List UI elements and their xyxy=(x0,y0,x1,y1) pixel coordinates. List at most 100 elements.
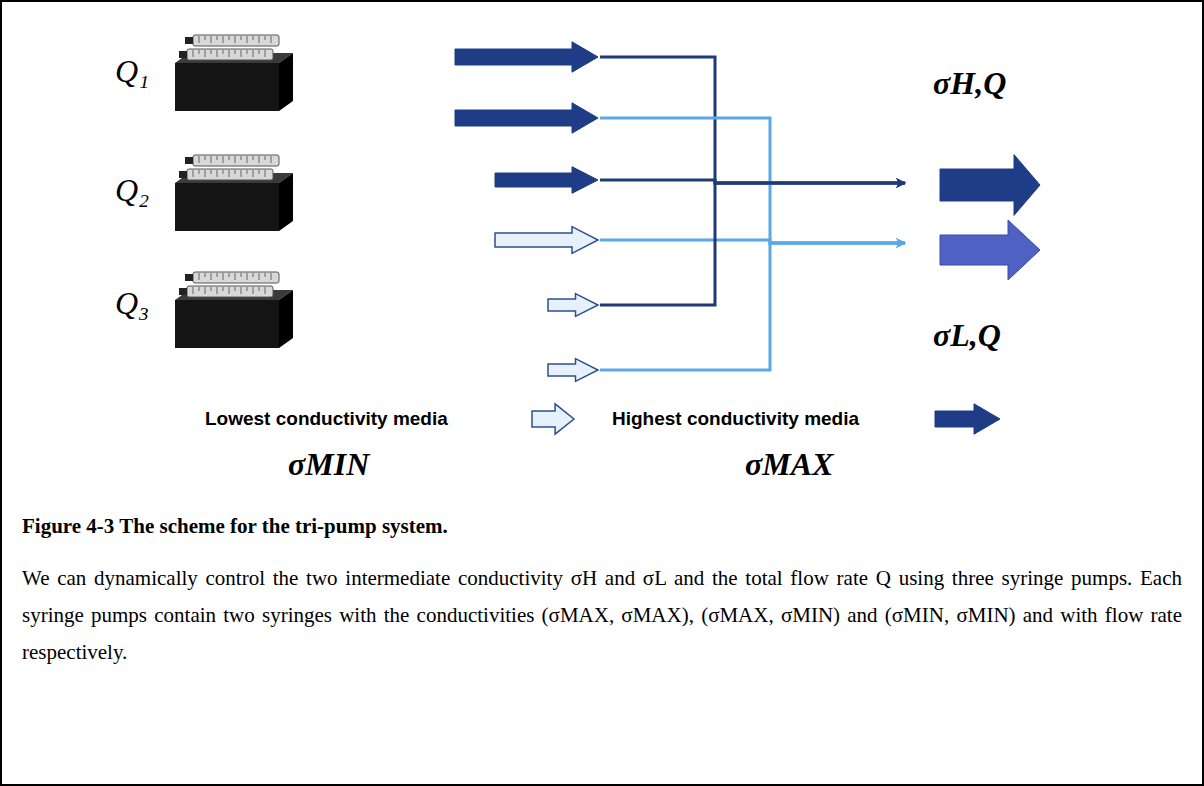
flow-line xyxy=(600,243,905,370)
pump-side xyxy=(279,290,293,348)
tick xyxy=(247,36,248,43)
tick xyxy=(235,273,236,280)
tick xyxy=(259,287,260,291)
tick xyxy=(259,273,260,280)
syringe xyxy=(193,272,279,283)
tick xyxy=(217,50,218,57)
light-flow-arrow xyxy=(548,359,598,382)
tick xyxy=(259,50,260,54)
tick xyxy=(247,170,248,174)
tick xyxy=(253,156,254,160)
tick xyxy=(205,36,206,40)
tick xyxy=(271,36,272,43)
tick xyxy=(259,156,260,163)
flow-rate-label: Q₃ xyxy=(115,285,149,322)
legend-text: Lowest conductivity media xyxy=(205,408,448,430)
tick xyxy=(241,170,242,177)
syringe xyxy=(193,35,279,46)
caption-body: We can dynamically control the two inter… xyxy=(22,560,1182,671)
dark-flow-arrow xyxy=(455,103,598,133)
pump-body xyxy=(175,183,279,231)
tick xyxy=(205,287,206,294)
light-flow-arrow xyxy=(495,227,598,254)
output-node: σL,Q xyxy=(905,225,1045,365)
output-label: σL,Q xyxy=(933,317,1001,354)
pump-node: Q₂ xyxy=(110,160,600,260)
tick xyxy=(211,156,212,163)
syringe-holder xyxy=(179,288,187,295)
syringe-holder xyxy=(185,37,193,44)
tick xyxy=(217,170,218,177)
pump-body xyxy=(175,300,279,348)
tick xyxy=(241,273,242,277)
tick xyxy=(205,156,206,160)
light-flow-arrow xyxy=(548,294,598,317)
tick xyxy=(211,287,212,291)
tick xyxy=(241,287,242,294)
tick xyxy=(223,36,224,43)
tick xyxy=(235,287,236,291)
tick xyxy=(211,170,212,174)
syringe xyxy=(187,169,273,180)
tick xyxy=(199,156,200,163)
tick xyxy=(235,156,236,163)
tick xyxy=(265,36,266,40)
output-arrow xyxy=(940,220,1040,280)
pump-body xyxy=(175,63,279,111)
tick xyxy=(247,273,248,280)
divider xyxy=(1,498,1203,499)
pump-node: Q₃ xyxy=(110,275,600,385)
figure-caption: Figure 4-3 The scheme for the tri-pump s… xyxy=(22,514,448,539)
syringe-holder xyxy=(185,274,193,281)
tick xyxy=(223,287,224,291)
flow-line xyxy=(600,57,905,183)
syringe xyxy=(187,49,273,60)
syringe xyxy=(187,286,273,297)
legend-sample xyxy=(935,404,1000,434)
legend-sample xyxy=(532,404,574,434)
syringe-holder xyxy=(179,51,187,58)
tick xyxy=(265,156,266,160)
tick xyxy=(253,287,254,294)
tick xyxy=(211,36,212,43)
tick xyxy=(241,36,242,40)
tick xyxy=(199,50,200,54)
tick xyxy=(193,287,194,294)
tick xyxy=(217,287,218,294)
tick xyxy=(241,156,242,160)
tick xyxy=(193,50,194,57)
output-label: σH,Q xyxy=(933,65,1006,102)
tick xyxy=(205,50,206,57)
output-node: σH,Q xyxy=(905,60,1045,220)
tick xyxy=(217,36,218,40)
tick xyxy=(229,287,230,294)
tick xyxy=(199,36,200,43)
tick xyxy=(223,170,224,174)
tick xyxy=(223,50,224,54)
syringe-holder xyxy=(179,171,187,178)
media-label: σMAX xyxy=(745,446,833,483)
tick xyxy=(229,50,230,57)
tick xyxy=(247,156,248,163)
tick xyxy=(205,170,206,177)
syringe-pump xyxy=(175,272,293,348)
tick xyxy=(235,50,236,54)
flow-rate-label: Q₁ xyxy=(115,53,149,90)
tick xyxy=(217,273,218,277)
tick xyxy=(265,287,266,294)
dark-flow-arrow xyxy=(455,42,598,72)
flow-rate-label: Q₂ xyxy=(115,172,149,209)
media-label: σMIN xyxy=(288,446,369,483)
tick xyxy=(253,273,254,277)
pump-node: Q₁ xyxy=(110,35,600,135)
tick xyxy=(217,156,218,160)
tick xyxy=(223,156,224,163)
tick xyxy=(229,156,230,160)
tick xyxy=(265,170,266,177)
tick xyxy=(259,36,260,43)
syringe-pump xyxy=(175,155,293,231)
tick xyxy=(247,287,248,291)
syringe-holder xyxy=(185,157,193,164)
syringe-pump xyxy=(175,35,293,111)
